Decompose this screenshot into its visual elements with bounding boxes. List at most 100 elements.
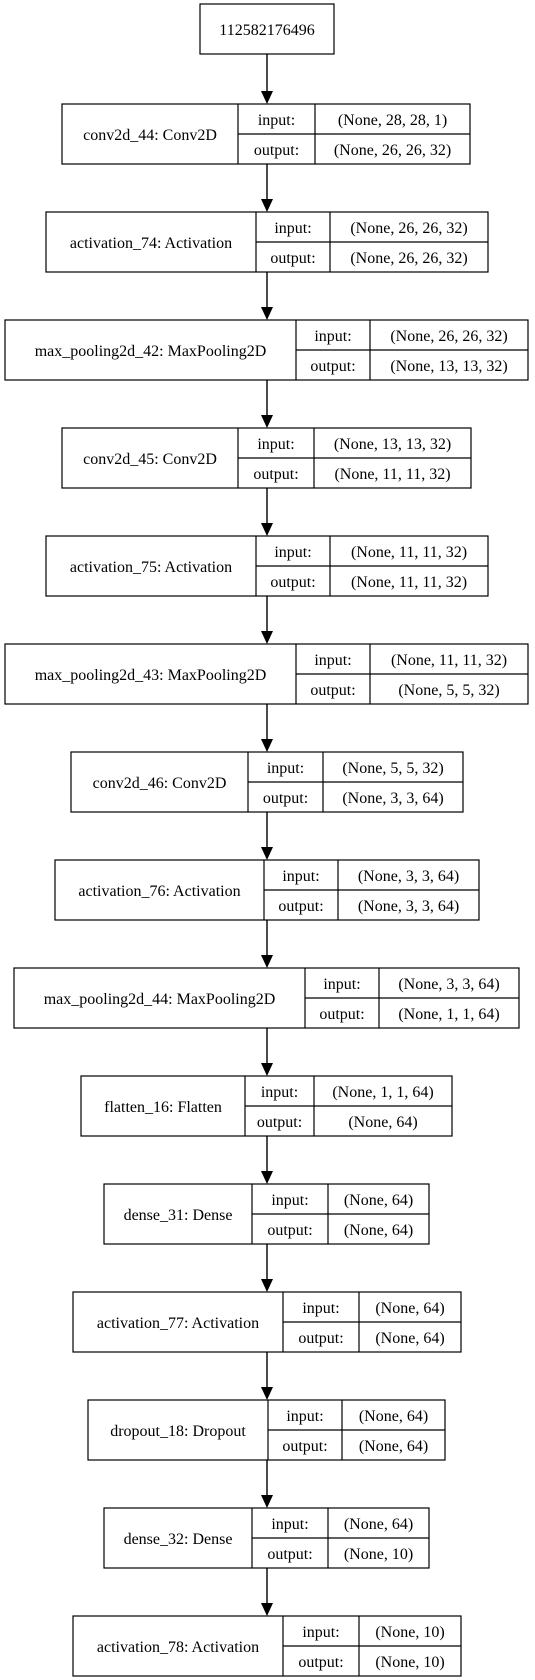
arrowhead-icon bbox=[261, 847, 273, 860]
layer-name: activation_78: Activation bbox=[97, 1639, 259, 1656]
layer-name: max_pooling2d_43: MaxPooling2D bbox=[35, 667, 267, 684]
edge-0 bbox=[261, 54, 273, 104]
output-shape: (None, 10) bbox=[344, 1546, 413, 1563]
arrowhead-icon bbox=[261, 415, 273, 428]
edge-3 bbox=[261, 380, 273, 428]
layer-name: dense_31: Dense bbox=[124, 1207, 233, 1224]
input-label: input: bbox=[271, 1516, 308, 1533]
edge-1 bbox=[261, 164, 273, 212]
arrowhead-icon bbox=[261, 739, 273, 752]
edge-6 bbox=[261, 704, 273, 752]
edge-4 bbox=[261, 488, 273, 536]
input-label: input: bbox=[302, 1300, 339, 1317]
output-shape: (None, 3, 3, 64) bbox=[342, 790, 443, 807]
output-label: output: bbox=[254, 142, 299, 159]
layer-name: conv2d_44: Conv2D bbox=[83, 127, 217, 144]
layer-node: conv2d_45: Conv2D input: output: (None, 13,… bbox=[61, 427, 472, 489]
arrowhead-icon bbox=[261, 1279, 273, 1292]
layer-name: dense_32: Dense bbox=[124, 1531, 233, 1548]
output-label: output: bbox=[263, 790, 308, 807]
input-shape: (None, 28, 28, 1) bbox=[338, 112, 447, 129]
output-shape: (None, 5, 5, 32) bbox=[398, 682, 499, 699]
edge-10 bbox=[261, 1136, 273, 1184]
input-shape: (None, 26, 26, 32) bbox=[390, 328, 507, 345]
input-shape: (None, 5, 5, 32) bbox=[342, 760, 443, 777]
input-label: input: bbox=[271, 1192, 308, 1209]
input-label: input: bbox=[258, 112, 295, 129]
layer-name: activation_76: Activation bbox=[78, 883, 240, 900]
root-node-box bbox=[199, 3, 335, 55]
input-shape: (None, 64) bbox=[375, 1300, 444, 1317]
output-label: output: bbox=[267, 1222, 312, 1239]
root-node: 112582176496 bbox=[199, 3, 335, 55]
output-label: output: bbox=[278, 898, 323, 915]
output-label: output: bbox=[282, 1438, 327, 1455]
output-shape: (None, 11, 11, 32) bbox=[351, 574, 467, 591]
output-label: output: bbox=[310, 682, 355, 699]
layer-name: max_pooling2d_44: MaxPooling2D bbox=[44, 991, 276, 1008]
edge-12 bbox=[261, 1352, 273, 1400]
input-shape: (None, 3, 3, 64) bbox=[398, 976, 499, 993]
edge-14 bbox=[261, 1568, 273, 1616]
arrowhead-icon bbox=[261, 631, 273, 644]
layer-node: activation_75: Activation input: output: (N… bbox=[45, 535, 489, 597]
input-label: input: bbox=[274, 544, 311, 561]
arrowhead-icon bbox=[261, 1063, 273, 1076]
arrowhead-icon bbox=[261, 1603, 273, 1616]
layer-name: conv2d_45: Conv2D bbox=[83, 451, 217, 468]
output-label: output: bbox=[310, 358, 355, 375]
output-shape: (None, 13, 13, 32) bbox=[390, 358, 507, 375]
output-shape: (None, 64) bbox=[359, 1438, 428, 1455]
output-shape: (None, 26, 26, 32) bbox=[350, 250, 467, 267]
arrowhead-icon bbox=[261, 1171, 273, 1184]
output-shape: (None, 10) bbox=[375, 1654, 444, 1671]
input-shape: (None, 11, 11, 32) bbox=[391, 652, 507, 669]
input-shape: (None, 64) bbox=[359, 1408, 428, 1425]
layer-name: activation_74: Activation bbox=[70, 235, 232, 252]
input-shape: (None, 64) bbox=[344, 1192, 413, 1209]
output-shape: (None, 64) bbox=[375, 1330, 444, 1347]
input-shape: (None, 11, 11, 32) bbox=[351, 544, 467, 561]
layer-node: max_pooling2d_43: MaxPooling2D input: outp… bbox=[4, 643, 529, 705]
edge-7 bbox=[261, 812, 273, 860]
output-label: output: bbox=[253, 466, 298, 483]
input-label: input: bbox=[282, 868, 319, 885]
input-label: input: bbox=[257, 436, 294, 453]
graph-edges bbox=[261, 54, 273, 1616]
root-node-label: 112582176496 bbox=[219, 22, 314, 39]
input-shape: (None, 1, 1, 64) bbox=[332, 1084, 433, 1101]
output-label: output: bbox=[319, 1006, 364, 1023]
output-shape: (None, 1, 1, 64) bbox=[398, 1006, 499, 1023]
layer-name: flatten_16: Flatten bbox=[104, 1099, 222, 1116]
output-label: output: bbox=[270, 574, 315, 591]
output-label: output: bbox=[270, 250, 315, 267]
input-shape: (None, 13, 13, 32) bbox=[334, 436, 451, 453]
input-label: input: bbox=[314, 652, 351, 669]
input-shape: (None, 3, 3, 64) bbox=[358, 868, 459, 885]
edge-5 bbox=[261, 596, 273, 644]
layer-node: activation_77: Activation input: output: (N… bbox=[72, 1291, 462, 1353]
layer-name: conv2d_46: Conv2D bbox=[93, 775, 227, 792]
output-shape: (None, 26, 26, 32) bbox=[334, 142, 451, 159]
edge-13 bbox=[261, 1460, 273, 1508]
edge-11 bbox=[261, 1244, 273, 1292]
layer-name: activation_77: Activation bbox=[97, 1315, 259, 1332]
layer-name: dropout_18: Dropout bbox=[110, 1423, 246, 1440]
layer-name: activation_75: Activation bbox=[70, 559, 232, 576]
layer-node: dropout_18: Dropout input: output: (None, 6… bbox=[87, 1399, 446, 1461]
output-shape: (None, 3, 3, 64) bbox=[358, 898, 459, 915]
input-label: input: bbox=[267, 760, 304, 777]
arrowhead-icon bbox=[261, 307, 273, 320]
layer-nodes: conv2d_44: Conv2D input: output: (None, 28,… bbox=[4, 103, 529, 1677]
output-label: output: bbox=[298, 1330, 343, 1347]
edge-2 bbox=[261, 272, 273, 320]
input-label: input: bbox=[261, 1084, 298, 1101]
arrowhead-icon bbox=[261, 955, 273, 968]
arrowhead-icon bbox=[261, 523, 273, 536]
arrowhead-icon bbox=[261, 91, 273, 104]
input-shape: (None, 10) bbox=[375, 1624, 444, 1641]
input-label: input: bbox=[286, 1408, 323, 1425]
arrowhead-icon bbox=[261, 1387, 273, 1400]
